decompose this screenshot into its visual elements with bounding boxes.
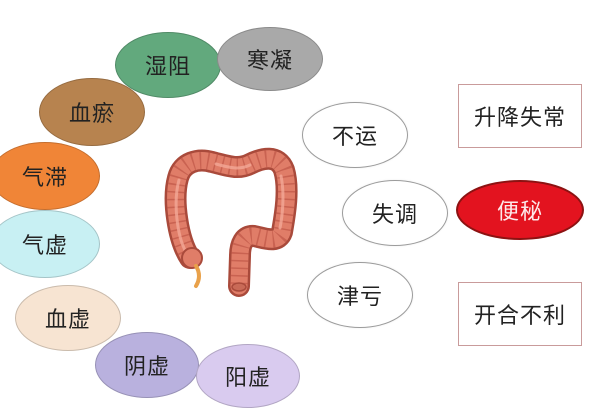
cause-node-qi-deficiency: 气虚 xyxy=(0,210,100,278)
cause-node-blood-stasis: 血瘀 xyxy=(39,78,145,146)
cause-node-damp-obstruction: 湿阻 xyxy=(115,32,221,98)
colon-haustra xyxy=(167,150,296,287)
mechanism-node-not-moving: 不运 xyxy=(302,102,408,168)
cause-node-yang-deficiency: 阳虚 xyxy=(196,344,300,408)
cause-node-qi-stagnation: 气滞 xyxy=(0,142,100,210)
rectum-end xyxy=(231,282,247,292)
cause-node-cold-congealing: 寒凝 xyxy=(217,27,323,91)
cause-node-yin-deficiency: 阴虚 xyxy=(95,332,199,398)
colon-highlight xyxy=(174,162,285,254)
large-intestine-icon xyxy=(164,147,298,297)
mechanism-node-fluid-depletion: 津亏 xyxy=(307,262,413,328)
outcome-box-opening-closing: 开合不利 xyxy=(458,282,582,346)
outcome-box-ascending-descending: 升降失常 xyxy=(458,84,582,148)
cause-node-blood-deficiency: 血虚 xyxy=(15,285,121,351)
result-node-constipation: 便秘 xyxy=(456,180,584,240)
mechanism-node-imbalance: 失调 xyxy=(342,180,448,246)
cecum xyxy=(181,247,203,269)
appendix xyxy=(194,264,201,288)
